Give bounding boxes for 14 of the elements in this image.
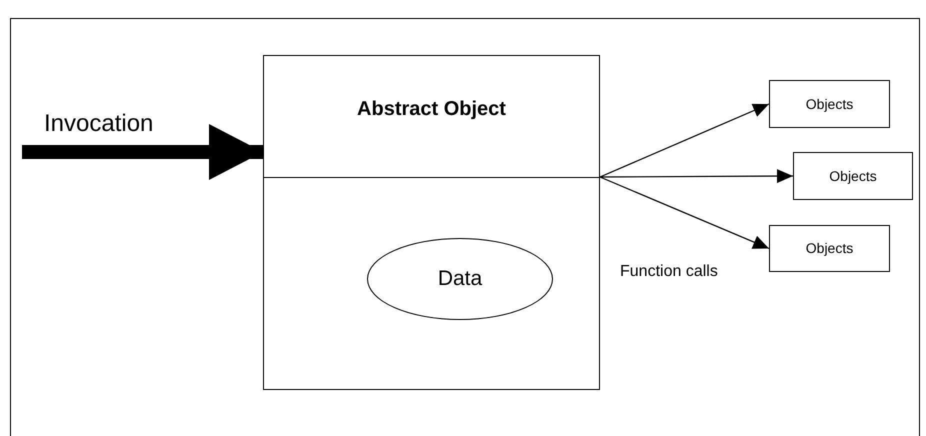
object-box (793, 152, 913, 200)
node-label: Objects (804, 239, 854, 258)
node-label: Objects (828, 166, 878, 186)
thick-arrow (22, 124, 263, 180)
node-label: Objects (804, 94, 854, 114)
object-box (769, 80, 890, 128)
box-heading: Abstract Object (356, 97, 507, 122)
node-label: Data (438, 266, 482, 292)
arrow (600, 169, 793, 184)
arrow (600, 176, 770, 250)
object-box (263, 55, 600, 390)
object-box (769, 225, 890, 272)
annotation-label: Function calls (620, 264, 718, 280)
arrow (600, 103, 770, 178)
